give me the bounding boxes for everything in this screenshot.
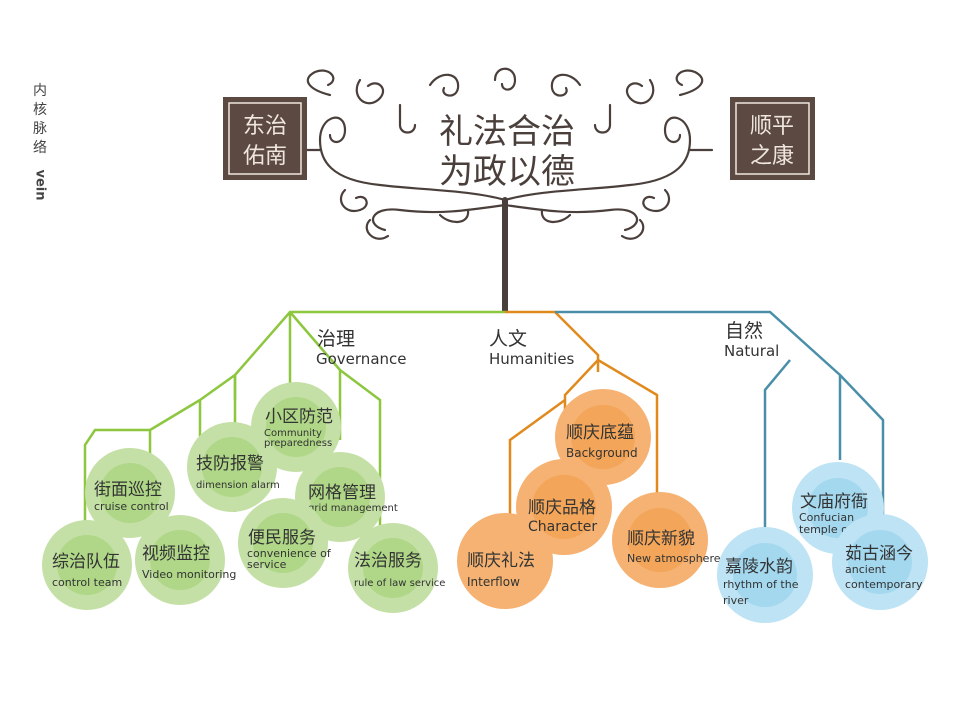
node-label-cn: 小区防范 bbox=[265, 407, 333, 427]
node-label-en: dimension alarm bbox=[196, 480, 280, 491]
governance-node-community-preparedness: 小区防范 Community preparedness bbox=[251, 382, 341, 472]
node-label-cn: 文庙府衙 bbox=[800, 492, 868, 512]
node-label-en-line2: service bbox=[247, 558, 287, 571]
title-line1: 礼法合治 bbox=[439, 112, 575, 152]
node-label-cn: 法治服务 bbox=[354, 551, 422, 571]
governance-en: Governance bbox=[316, 350, 407, 368]
governance-node-control-team: 综治队伍 control team bbox=[42, 520, 132, 610]
governance-cn: 治理 bbox=[317, 328, 355, 350]
node-label-cn: 视频监控 bbox=[142, 544, 210, 564]
node-label-cn: 便民服务 bbox=[248, 528, 316, 548]
humanities-node-character: 顺庆品格 Character bbox=[516, 459, 612, 555]
node-label-en-line1: rhythm of the bbox=[723, 578, 799, 591]
natural-en: Natural bbox=[724, 342, 779, 360]
node-label-en-line2: contemporary bbox=[845, 578, 923, 591]
natural-node-rhythm-of-the-river: 嘉陵水韵 rhythm of the river bbox=[717, 527, 813, 623]
node-label-en: cruise control bbox=[94, 500, 169, 513]
node-label-en: control team bbox=[52, 576, 122, 589]
node-label-en: rule of law service bbox=[354, 578, 445, 589]
humanities-branches bbox=[505, 310, 659, 520]
node-label-en-line1: ancient bbox=[845, 563, 887, 576]
natural-node-ancient-contemporary: 茹古涵今 ancient contemporary bbox=[832, 514, 928, 610]
node-label-cn: 顺庆新貌 bbox=[627, 529, 695, 549]
humanities-node-new-atmosphere: 顺庆新貌 New atmosphere bbox=[612, 492, 721, 588]
governance-node-convenience-of-service: 便民服务 convenience of service bbox=[238, 498, 332, 588]
side-label: 内核脉络 vein bbox=[30, 82, 50, 201]
tree-crown-ornament bbox=[298, 67, 714, 313]
node-label-cn: 嘉陵水韵 bbox=[725, 557, 793, 577]
node-label-en-line2: river bbox=[723, 594, 749, 607]
node-label-en-line1: Community bbox=[264, 428, 322, 439]
node-label-en: Character bbox=[528, 519, 597, 535]
node-label-cn: 街面巡控 bbox=[94, 480, 162, 500]
right-seal-text-bottom: 之康 bbox=[750, 144, 794, 169]
governance-node-cruise-control: 街面巡控 cruise control bbox=[85, 448, 175, 538]
node-label-cn: 顺庆品格 bbox=[528, 498, 596, 518]
governance-node-video-monitoring: 视频监控 Video monitoring bbox=[135, 515, 236, 605]
node-label-cn: 顺庆底蕴 bbox=[566, 423, 634, 443]
node-label-en-line1: Confucian bbox=[799, 511, 854, 524]
humanities-node-background: 顺庆底蕴 Background bbox=[555, 389, 651, 485]
node-label-cn: 顺庆礼法 bbox=[467, 551, 535, 571]
node-label-en: grid management bbox=[308, 503, 398, 514]
node-label-en-line2: preparedness bbox=[264, 438, 332, 449]
natural-branches bbox=[555, 310, 885, 528]
node-label-cn: 综治队伍 bbox=[52, 552, 120, 572]
node-label-en: Interflow bbox=[467, 575, 520, 589]
governance-node-rule-of-law-service: 法治服务 rule of law service bbox=[348, 523, 445, 613]
node-label-cn: 茹古涵今 bbox=[845, 544, 913, 564]
left-seal: 东治 佑南 bbox=[223, 97, 307, 180]
left-seal-text-bottom: 佑南 bbox=[243, 144, 287, 169]
node-label-en: Video monitoring bbox=[142, 568, 236, 581]
humanities-cn: 人文 bbox=[489, 328, 527, 350]
natural-cn: 自然 bbox=[725, 320, 763, 342]
right-seal-text-top: 顺平 bbox=[750, 114, 794, 139]
node-label-cn: 网格管理 bbox=[308, 483, 376, 503]
title-line2: 为政以德 bbox=[439, 152, 575, 192]
node-label-en: New atmosphere bbox=[627, 552, 721, 565]
humanities-en: Humanities bbox=[489, 350, 575, 368]
left-seal-text-top: 东治 bbox=[243, 114, 287, 139]
side-label-cn: 内核脉络 bbox=[33, 83, 47, 156]
node-label-en: Background bbox=[566, 446, 638, 460]
node-label-en-line1: convenience of bbox=[247, 547, 332, 560]
right-seal: 顺平 之康 bbox=[730, 97, 815, 180]
governance-node-dimension-alarm: 技防报警 dimension alarm bbox=[187, 422, 280, 512]
node-label-cn: 技防报警 bbox=[196, 454, 264, 474]
